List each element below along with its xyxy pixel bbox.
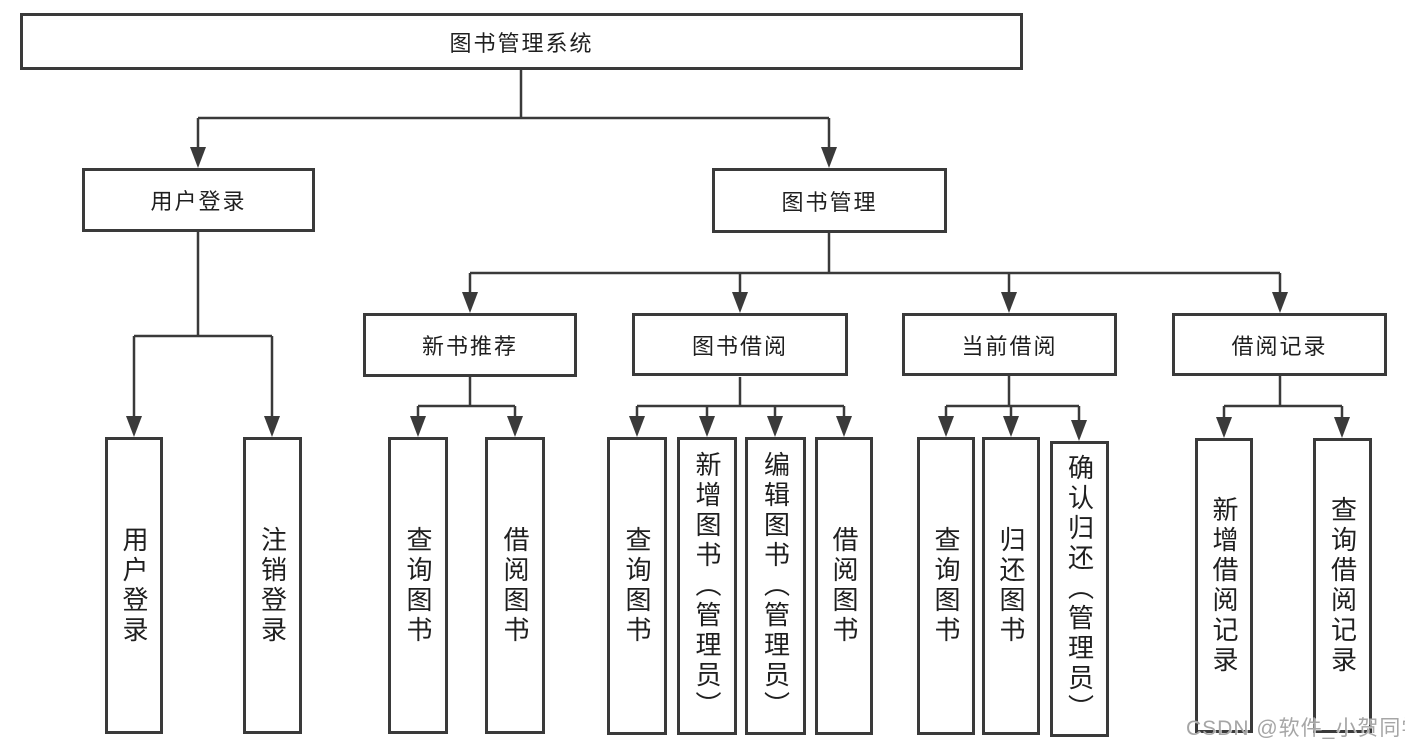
arrowhead-cb-confirm [1071, 420, 1087, 441]
arrowhead-new-book-rec [462, 292, 478, 313]
arrowhead-current-borrow [1001, 292, 1017, 313]
leaf-br-add-record: 新增借阅记录 [1195, 438, 1253, 733]
arrowhead-br-query [1334, 417, 1350, 438]
connector-borrow-records-branch [1222, 376, 1344, 419]
arrowhead-bb-add [699, 416, 715, 437]
arrowhead-bb-borrow [836, 416, 852, 437]
arrowhead-bb-query [629, 416, 645, 437]
node-new-book-rec: 新书推荐 [363, 313, 577, 377]
node-root-system: 图书管理系统 [20, 13, 1023, 70]
leaf-logout: 注销登录 [243, 437, 302, 734]
leaf-cb-query-books: 查询图书 [917, 437, 975, 735]
csdn-watermark: CSDN @软件_小贺同学 [1186, 717, 1405, 740]
node-borrow-records: 借阅记录 [1172, 313, 1387, 376]
arrowhead-ul-login [126, 416, 142, 437]
arrowhead-user-login [190, 147, 206, 168]
leaf-br-query-record: 查询借阅记录 [1313, 438, 1372, 733]
connector-root-branch [196, 70, 831, 149]
connector-book-borrow-branch [635, 377, 846, 418]
leaf-bb-add-books-admin: 新增图书（管理员） [677, 437, 737, 735]
arrowhead-nb-borrow [507, 416, 523, 437]
leaf-user-login: 用户登录 [105, 437, 163, 734]
leaf-cb-confirm-return-admin: 确认归还（管理员） [1050, 441, 1109, 737]
leaf-nb-query-books: 查询图书 [388, 437, 448, 734]
arrowhead-nb-query [410, 416, 426, 437]
arrowhead-bb-edit [767, 416, 783, 437]
connector-book-mgmt-branch [468, 233, 1282, 294]
leaf-nb-borrow-books: 借阅图书 [485, 437, 545, 734]
arrowhead-ul-logout [264, 416, 280, 437]
arrowhead-borrow-records [1272, 292, 1288, 313]
connector-current-borrow-branch [944, 376, 1081, 422]
arrowhead-br-add [1216, 417, 1232, 438]
leaf-cb-return-books: 归还图书 [982, 437, 1040, 735]
connector-new-book-rec-branch [416, 377, 517, 418]
connector-user-login-branch [132, 232, 274, 418]
arrowhead-book-mgmt [821, 147, 837, 168]
arrowhead-book-borrow [732, 292, 748, 313]
leaf-bb-borrow-books: 借阅图书 [815, 437, 873, 735]
node-current-borrow: 当前借阅 [902, 313, 1117, 376]
arrowhead-cb-query [938, 416, 954, 437]
leaf-bb-query-books: 查询图书 [607, 437, 667, 735]
leaf-bb-edit-books-admin: 编辑图书（管理员） [745, 437, 806, 735]
node-user-login: 用户登录 [82, 168, 315, 232]
node-book-mgmt: 图书管理 [712, 168, 947, 233]
node-book-borrow: 图书借阅 [632, 313, 848, 376]
arrowhead-cb-return [1003, 416, 1019, 437]
